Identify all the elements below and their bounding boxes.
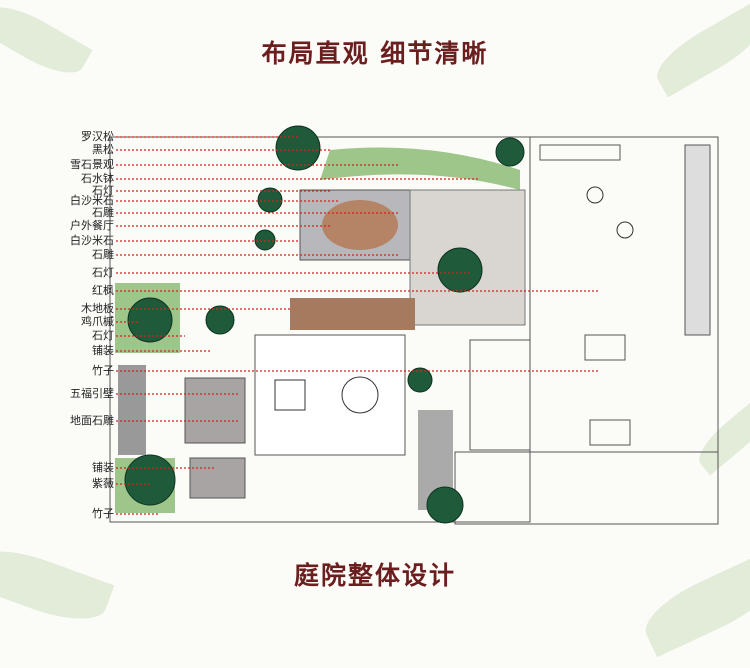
plan-label: 石水钵	[81, 172, 114, 185]
plan-label: 竹子	[92, 364, 114, 377]
plan-label: 雪石景观	[70, 158, 114, 171]
plan-label: 竹子	[92, 507, 114, 520]
plan-label: 铺装	[92, 461, 114, 474]
header-title: 布局直观 细节清晰	[261, 39, 489, 68]
plan-label: 紫薇	[92, 477, 114, 490]
plan-label: 户外餐厅	[70, 219, 114, 232]
plan-label: 石雕	[92, 248, 114, 261]
footer-title: 庭院整体设计	[293, 561, 456, 590]
plan-label: 地面石雕	[70, 414, 114, 427]
plan-label: 五福引壁	[70, 387, 114, 400]
plan-label: 石灯	[92, 266, 114, 279]
plan-label: 鸡爪槭	[81, 315, 114, 328]
plan-label: 石灯	[92, 329, 114, 342]
plan-label: 石雕	[92, 206, 114, 219]
plan-label: 罗汉松	[81, 130, 114, 143]
plan-label: 红枫	[92, 284, 114, 297]
plan-label: 黑松	[92, 143, 114, 156]
plan-label: 白沙米石	[70, 194, 114, 207]
plan-label: 石灯	[92, 184, 114, 197]
plan-label: 铺装	[92, 344, 114, 357]
plan-label: 白沙米石	[70, 234, 114, 247]
plan-label: 木地板	[81, 302, 114, 315]
